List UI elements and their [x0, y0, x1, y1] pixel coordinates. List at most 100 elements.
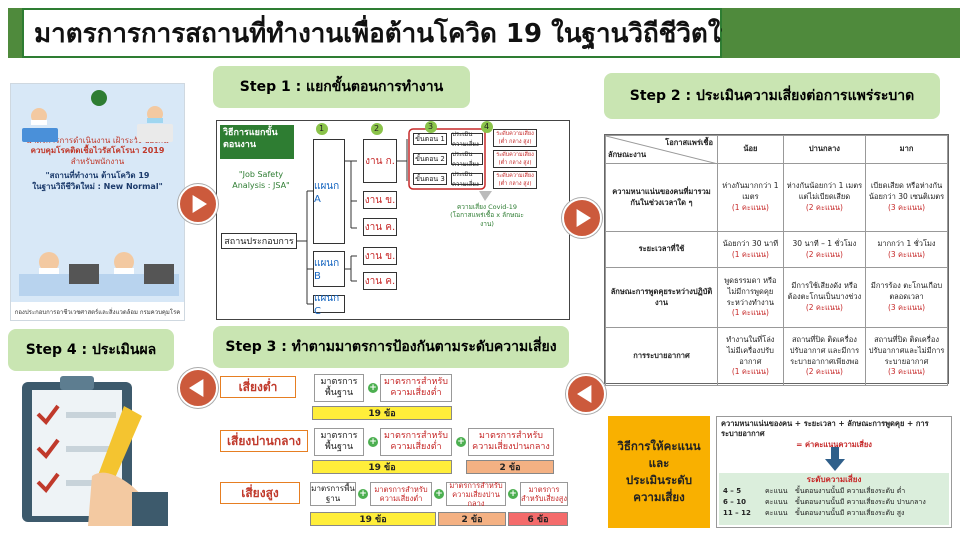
poster-line-1: มาตรการการดำเนินงาน เฝ้าระวัง ป้องกัน: [26, 136, 169, 145]
assess-box: ประเมินความเสี่ยง: [451, 151, 483, 168]
ministry-logo-icon: [91, 90, 107, 106]
risk-level-box: ระดับความเสี่ยง (ต่ำ กลาง สูง): [493, 129, 537, 147]
basic-measure-box: มาตรการพื้นฐาน: [314, 374, 364, 402]
mid-measure-box: มาตรการสำหรับความเสี่ยงปานกลาง: [468, 428, 554, 456]
high-measure-box: มาตรการสำหรับเสี่ยงสูง: [520, 482, 568, 506]
risk-high-label: เสี่ยงสูง: [220, 482, 300, 504]
risk-level-box: ระดับความเสี่ยง (ต่ำ กลาง สูง): [493, 150, 537, 168]
table-cell: ทำงานในที่โล่ง ไม่มีเครื่องปรับอากาศ(1 ค…: [717, 327, 784, 386]
count-bar: 2 ข้อ: [438, 512, 506, 526]
play-right-icon: [576, 209, 591, 227]
table-cell: มีการร้อง ตะโกนเกือบตลอดเวลา(3 คะแนน): [865, 267, 948, 328]
col-header: น้อย: [717, 135, 784, 164]
checklist-pen-icon: [22, 376, 168, 526]
col-num-4: 4: [484, 122, 490, 131]
low-measure-box: มาตรการสำหรับความเสี่ยงต่ำ: [380, 374, 452, 402]
table-cell: สถานที่ปิด ติดเครื่องปรับอากาศและไม่มีกา…: [865, 327, 948, 386]
table-cell: ห่างกันน้อยกว่า 1 เมตร แต่ไม่เบียดเสียด(…: [782, 163, 867, 232]
poster-line-2: ควบคุมโรคติดเชื้อไวรัสโคโรนา 2019: [30, 146, 165, 156]
title-bar: มาตรการการสถานที่ทำงานเพื่อต้านโควิด 19 …: [22, 8, 755, 58]
plus-icon: +: [434, 489, 444, 499]
play-left-icon: [577, 385, 592, 403]
page-title: มาตรการการสถานที่ทำงานเพื่อต้านโควิด 19 …: [34, 18, 755, 49]
work-step-box: ขั้นตอน 2: [413, 153, 447, 165]
table-cell: พูดธรรมดา หรือไม่มีการพูดคุยระหว่างทำงาน…: [717, 267, 784, 328]
poster-line-5: ในฐานวิถีชีวิตใหม่ : New Normal": [32, 181, 163, 191]
count-bar: 19 ข้อ: [312, 460, 452, 474]
col-num-3: 3: [428, 122, 434, 131]
table-cell: มีการใช้เสียงดัง หรือต้องตะโกนเป็นบางช่ว…: [782, 267, 867, 328]
risk-level-box: ระดับความเสี่ยง (ต่ำ กลาง สูง): [493, 171, 537, 189]
plus-icon: +: [368, 383, 378, 393]
count-bar: 2 ข้อ: [466, 460, 554, 474]
job-box: งาน ก.: [363, 139, 397, 183]
risk-mid-label: เสี่ยงปานกลาง: [220, 430, 308, 452]
next-arrow-3[interactable]: [566, 374, 606, 414]
risk-note: ความเสี่ยง Covid-19 (โอกาสแพร่เชื้อ x ลั…: [450, 203, 524, 228]
scoring-method-box: วิธีการให้คะแนน และ ประเมินระดับ ความเสี…: [608, 416, 710, 528]
header-top: โอกาสแพร่เชื้อ: [665, 138, 713, 147]
step1-label: Step 1 : แยกขั้นตอนการทำงาน: [213, 66, 470, 108]
table-cell: เบียดเสียด หรือห่างกันน้อยกว่า 30 เซนติเ…: [865, 163, 948, 232]
table-row: การระบายอากาศ ทำงานในที่โล่ง ไม่มีเครื่อ…: [605, 327, 948, 386]
job-box: งาน ข.: [363, 191, 397, 209]
table-cell: 30 นาที – 1 ชั่วโมง(2 คะแนน): [782, 231, 867, 268]
work-step-box: ขั้นตอน 3: [413, 173, 447, 185]
count-bar: 19 ข้อ: [312, 406, 452, 420]
table-cell: มากกว่า 1 ชั่วโมง(3 คะแนน): [865, 231, 948, 268]
job-box: งาน ข.: [363, 247, 397, 265]
next-arrow-4[interactable]: [178, 368, 218, 408]
workplace-box: สถานประกอบการ: [221, 233, 297, 249]
office-workers-icon: [19, 252, 179, 296]
table-row: ลักษณะการพูดคุยระหว่างปฏิบัติงาน พูดธรรม…: [605, 267, 948, 328]
step1-diagram: 1 2 3 4 วิธีการแยกขั้นตอนงาน "Job Safety…: [216, 120, 570, 320]
table-corner-header: โอกาสแพร่เชื้อ ลักษณะงาน: [605, 135, 718, 164]
risk-assessment-table: โอกาสแพร่เชื้อ ลักษณะงาน น้อย ปานกลาง มา…: [604, 134, 949, 386]
step3-diagram: เสี่ยงต่ำ มาตรการพื้นฐาน + มาตรการสำหรับ…: [216, 370, 571, 530]
doctor-icon: [137, 106, 173, 142]
poster-line-3: สำหรับพนักงาน: [70, 156, 125, 166]
next-arrow-2[interactable]: [562, 198, 602, 238]
plus-icon: +: [508, 489, 518, 499]
basic-measure-box: มาตรการพื้นฐาน: [314, 428, 364, 456]
count-bar: 19 ข้อ: [310, 512, 436, 526]
job-box: งาน ค.: [363, 272, 397, 290]
plus-icon: +: [456, 437, 466, 447]
col-num-2: 2: [374, 124, 380, 133]
count-bar: 6 ข้อ: [508, 512, 568, 526]
poster-footer: กองประกอบการอาชีวเวชศาสตร์และสิ่งแวดล้อม…: [11, 302, 184, 320]
work-step-box: ขั้นตอน 1: [413, 133, 447, 145]
down-arrow-icon: [825, 447, 845, 471]
dept-a-box: แผนก A: [313, 139, 345, 244]
low-measure-box: มาตรการสำหรับความเสี่ยงต่ำ: [370, 482, 432, 506]
formula-result: = ค่าคะแนนความเสี่ยง: [796, 439, 872, 449]
header-side: ลักษณะงาน: [608, 150, 647, 160]
plus-icon: +: [358, 489, 368, 499]
title-accent-right: [722, 8, 960, 58]
next-arrow-1[interactable]: [178, 184, 218, 224]
row-header: การระบายอากาศ: [605, 327, 718, 386]
basic-measure-box: มาตรการพื้นฐาน: [310, 482, 356, 506]
poster-line-4: "สถานที่ทำงาน ต้านโควิด 19: [45, 171, 150, 181]
row-header: ระยะเวลาที่ใช้: [605, 231, 718, 268]
step4-label: Step 4 : ประเมินผล: [8, 329, 174, 371]
job-box: งาน ค.: [363, 218, 397, 236]
assess-box: ประเมินความเสี่ยง: [451, 131, 483, 148]
play-left-icon: [189, 379, 204, 397]
scoring-line-2: และ: [648, 455, 670, 470]
table-cell: สถานที่ปิด ติดเครื่องปรับอากาศ และมีการร…: [782, 327, 867, 386]
step2-label: Step 2 : ประเมินความเสี่ยงต่อการแพร่ระบา…: [604, 73, 940, 119]
play-right-icon: [192, 195, 207, 213]
plus-icon: +: [368, 437, 378, 447]
scoring-line-3: ประเมินระดับ: [625, 473, 693, 487]
levels-title: ระดับความเสี่ยง: [806, 475, 862, 484]
col-header: มาก: [865, 135, 948, 164]
table-row: ความหนาแน่นของคนที่มารวมกันในช่วงเวลาใด …: [605, 163, 948, 232]
assess-box: ประเมินความเสี่ยง: [451, 171, 483, 188]
dept-c-box: แผนก C: [313, 293, 345, 317]
scoring-line-4: ความเสี่ยง: [633, 490, 685, 505]
